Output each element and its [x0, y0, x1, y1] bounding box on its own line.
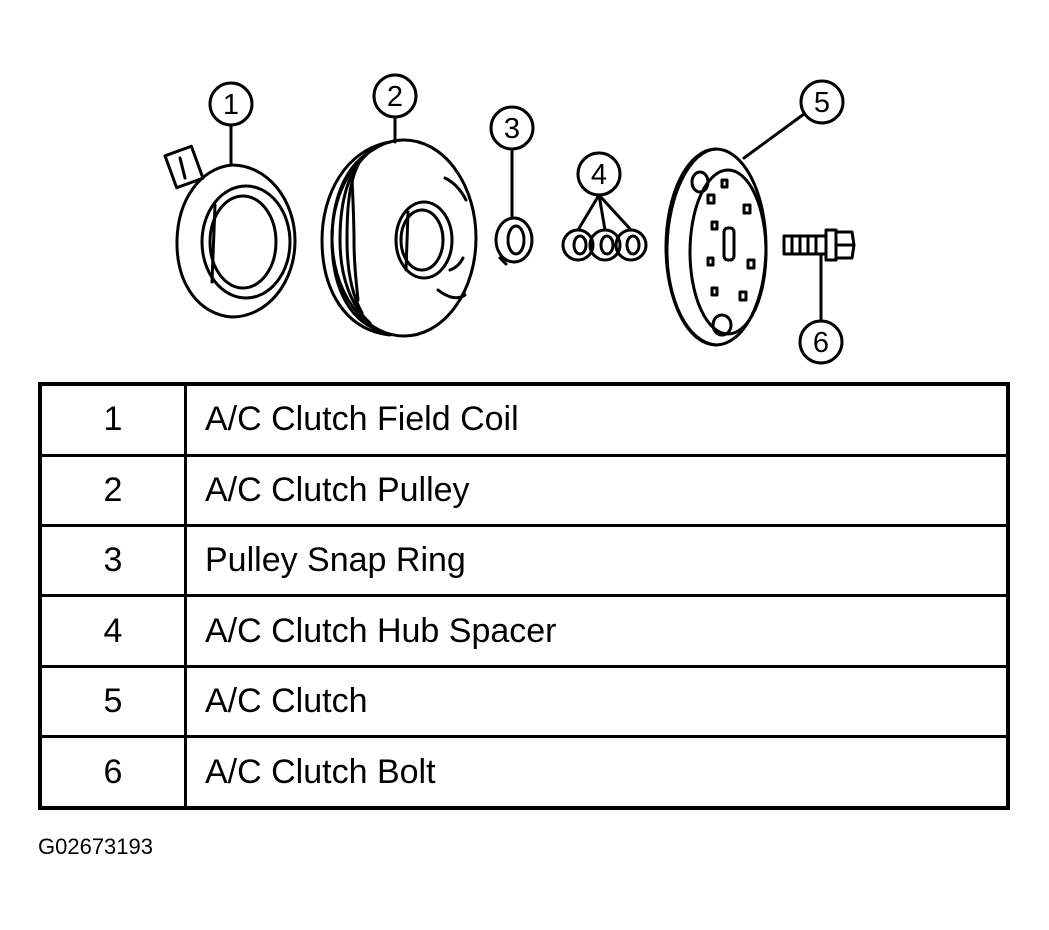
part-name: A/C Clutch Hub Spacer: [184, 594, 1010, 668]
table-row: 5 A/C Clutch: [38, 664, 1010, 739]
table-row: 4 A/C Clutch Hub Spacer: [38, 594, 1010, 668]
part-name: Pulley Snap Ring: [184, 523, 1010, 598]
clutch-plate-part: [664, 147, 768, 347]
callout-4: 4: [576, 151, 633, 232]
callout-3: 3: [489, 105, 535, 220]
exploded-parts-diagram: 1 2 3 4 5 6: [163, 73, 856, 365]
part-name: A/C Clutch: [184, 664, 1010, 739]
table-row: 1 A/C Clutch Field Coil: [38, 382, 1010, 457]
part-number: 6: [38, 735, 187, 810]
part-name: A/C Clutch Bolt: [184, 735, 1010, 810]
table-row: 2 A/C Clutch Pulley: [38, 453, 1010, 527]
part-number: 2: [38, 453, 187, 527]
table-row: 3 Pulley Snap Ring: [38, 523, 1010, 598]
part-name: A/C Clutch Pulley: [184, 453, 1010, 527]
callout-2: 2: [372, 73, 418, 144]
callout-3-number: 3: [504, 113, 520, 145]
pulley-part: [320, 138, 478, 338]
callout-5-number: 5: [814, 87, 830, 119]
part-number: 4: [38, 594, 187, 668]
callout-6-number: 6: [813, 327, 829, 359]
hub-spacers-part: [561, 228, 648, 262]
snap-ring-part: [494, 216, 534, 266]
callout-1-number: 1: [223, 89, 239, 121]
part-number: 1: [38, 382, 187, 457]
part-name: A/C Clutch Field Coil: [184, 382, 1010, 457]
bolt-part: [782, 228, 856, 262]
callout-5: 5: [742, 79, 845, 160]
callout-6: 6: [798, 252, 844, 365]
callout-1: 1: [208, 81, 254, 167]
callout-4-number: 4: [591, 159, 607, 191]
part-number: 5: [38, 664, 187, 739]
parts-legend-table: 1 A/C Clutch Field Coil 2 A/C Clutch Pul…: [38, 382, 1010, 810]
callout-2-number: 2: [387, 81, 403, 113]
table-row: 6 A/C Clutch Bolt: [38, 735, 1010, 810]
field-coil-part: [163, 144, 297, 319]
figure-id-label: G02673193: [38, 834, 153, 859]
part-number: 3: [38, 523, 187, 598]
